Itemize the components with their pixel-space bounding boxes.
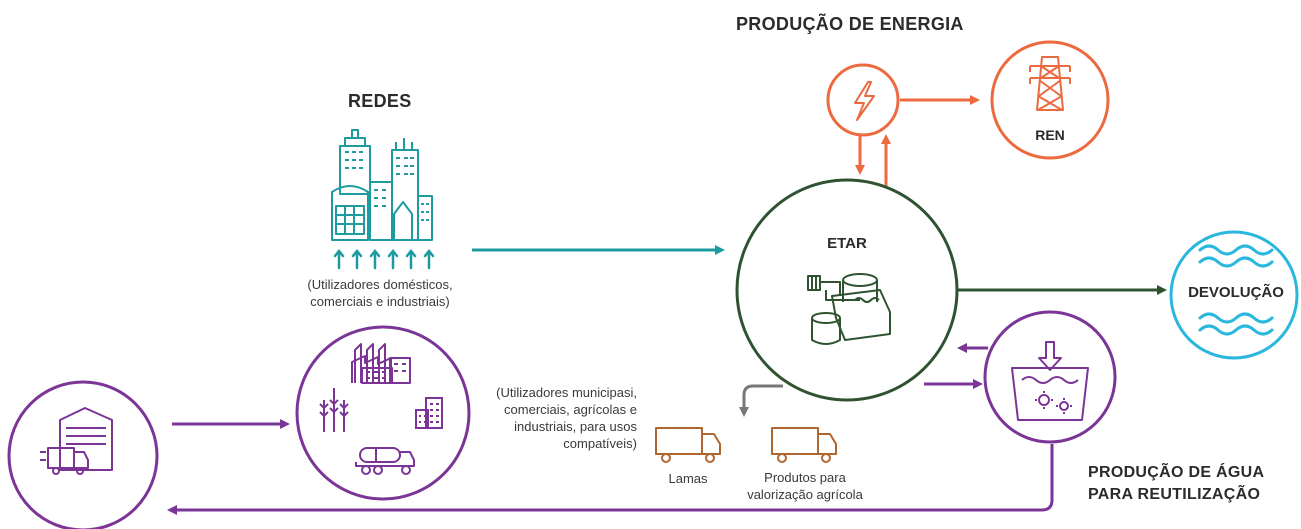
etar-label: ETAR (827, 235, 867, 252)
networks-users-note: (Utilizadores domésticos, comerciais e i… (290, 276, 470, 310)
note-line: (Utilizadores domésticos, (307, 277, 453, 292)
lightning-bolt-icon (854, 81, 875, 121)
arrow-reuse-return-line (167, 444, 1054, 515)
energy-heading: PRODUÇÃO DE ENERGIA (736, 14, 964, 34)
water-waves-icon (1198, 244, 1274, 336)
reuse-node (983, 310, 1117, 444)
upward-arrows-icon (333, 248, 435, 270)
arrow-etar-to-sludge (739, 384, 783, 417)
office-building-icon (415, 397, 443, 429)
note-line: industriais, para usos (514, 419, 637, 434)
produtos-label: Produtos para valorização agrícola (745, 469, 865, 503)
devolucao-label: DEVOLUÇÃO (1188, 284, 1284, 301)
note-line: Produtos para (764, 470, 846, 485)
lamas-label: Lamas (668, 471, 708, 486)
ren-node (990, 40, 1110, 160)
reuse-tank-icon (1011, 341, 1089, 421)
heading-line: PARA REUTILIZAÇÃO (1088, 486, 1261, 503)
reuse-users-node (295, 325, 471, 501)
etar-node (735, 178, 959, 402)
reuse-heading: PRODUÇÃO DE ÁGUA PARA REUTILIZAÇÃO (1088, 462, 1264, 506)
note-line: valorização agrícola (747, 487, 863, 502)
note-line: compatíveis) (563, 436, 637, 451)
networks-heading: REDES (348, 91, 412, 111)
warehouse-truck-icon (40, 407, 113, 475)
reuse-users-note: (Utilizadores municipasi, comerciais, ag… (487, 384, 637, 452)
note-line: comerciais, agrícolas e (504, 402, 637, 417)
note-line: comerciais e industriais) (310, 294, 450, 309)
heading-line: PRODUÇÃO DE ÁGUA (1088, 464, 1265, 481)
tanker-truck-icon (355, 447, 415, 475)
city-buildings-icon (331, 129, 433, 241)
power-tower-icon (1029, 56, 1071, 111)
storage-node (7, 380, 159, 529)
energy-node (826, 63, 900, 137)
treatment-plant-icon (807, 273, 891, 345)
ren-label: REN (1035, 127, 1065, 143)
truck-icon (771, 427, 837, 463)
truck-icon (655, 427, 721, 463)
note-line: (Utilizadores municipasi, (496, 385, 637, 400)
factory-icon (351, 343, 411, 384)
wheat-icon (319, 388, 349, 432)
